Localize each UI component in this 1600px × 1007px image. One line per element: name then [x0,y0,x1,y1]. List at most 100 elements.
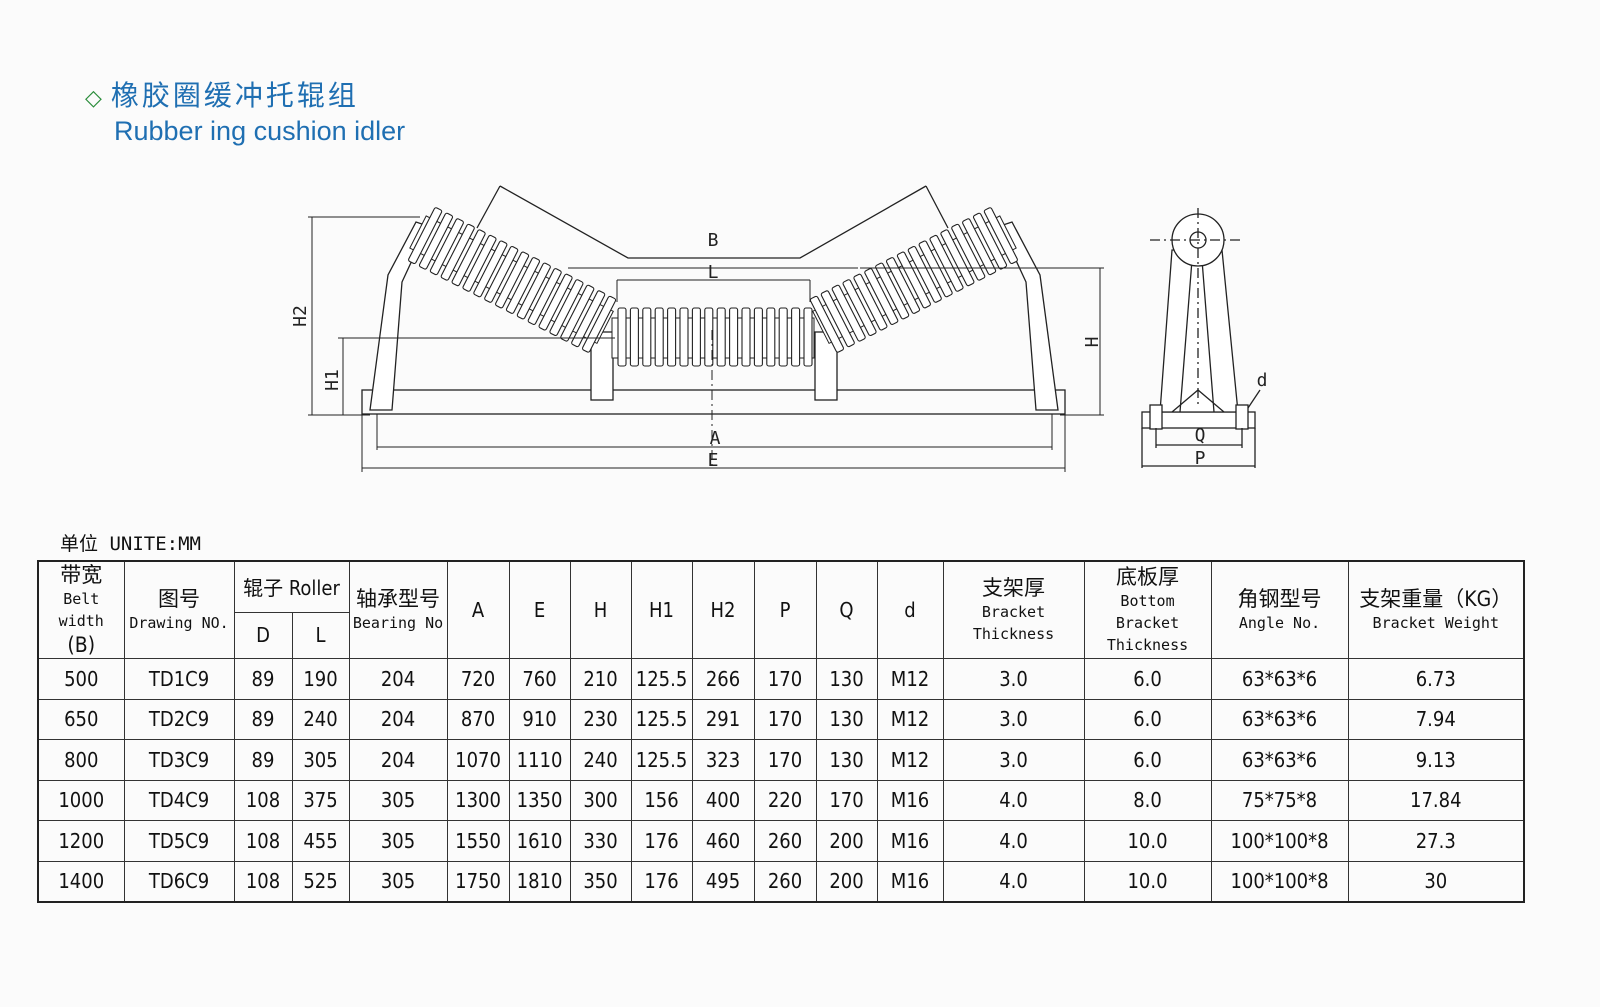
table-cell: 170 [753,739,817,781]
table-cell: 3.0 [942,658,1085,700]
side-view [1141,208,1261,468]
table-cell: 156 [630,779,693,821]
table-cell: 100*100*8 [1210,860,1349,903]
table-cell: 500 [37,658,125,700]
header-bearing: 轴承型号 Bearing No [348,560,448,659]
table-cell: 495 [691,860,755,903]
table-cell: 176 [630,820,693,862]
table-cell: 3.0 [942,739,1085,781]
label-H1: H1 [322,369,343,391]
header-bottom-thickness: 底板厚 Bottom Bracket Thickness [1083,560,1212,659]
table-cell: 305 [348,860,448,903]
table-cell: 4.0 [942,779,1085,821]
header-roller-d: D [233,611,293,660]
table-cell: 260 [753,820,817,862]
unit-label: 单位 UNITE:MM [60,533,201,555]
table-cell: 260 [753,860,817,903]
table-cell: 130 [815,698,878,740]
table-cell: 720 [446,658,510,700]
label-L: L [708,262,719,283]
table-cell: 89 [233,698,293,740]
table-cell: M12 [876,739,944,781]
table-cell: 125.5 [630,698,693,740]
table-cell: TD3C9 [123,739,235,781]
table-cell: 460 [691,820,755,862]
label-H2: H2 [290,305,311,327]
header-belt-width: 带宽 Belt width (B) [37,560,125,659]
table-cell: 204 [348,698,448,740]
table-cell: 230 [569,698,632,740]
header-H: H [569,560,632,659]
table-cell: 130 [815,658,878,700]
table-cell: 63*63*6 [1210,739,1349,781]
table-cell: 1110 [508,739,571,781]
table-cell: 220 [753,779,817,821]
spec-table: 带宽 Belt width (B) 图号 Drawing NO. 辊子 Roll… [37,560,1526,903]
header-weight: 支架重量（KG） Bracket Weight [1347,560,1525,659]
header-angle: 角钢型号 Angle No. [1210,560,1349,659]
table-cell: 1350 [508,779,571,821]
table-cell: 305 [348,779,448,821]
table-cell: 75*75*8 [1210,779,1349,821]
page-title-cn: ◇橡胶圈缓冲托辊组 [85,74,405,114]
table-cell: 170 [815,779,878,821]
label-Q: Q [1195,425,1206,446]
table-cell: 305 [291,739,350,781]
table-cell: 400 [691,779,755,821]
table-cell: 650 [37,698,125,740]
table-cell: 240 [569,739,632,781]
table-cell: 1400 [37,860,125,903]
header-E: E [508,560,571,659]
table-cell: 6.0 [1083,698,1212,740]
table-cell: 204 [348,739,448,781]
diamond-icon: ◇ [85,86,105,111]
table-cell: 176 [630,860,693,903]
table-cell: 27.3 [1347,820,1525,862]
table-cell: 4.0 [942,820,1085,862]
table-cell: 8.0 [1083,779,1212,821]
label-d: d [1257,370,1268,391]
table-cell: 760 [508,658,571,700]
table-cell: 9.13 [1347,739,1525,781]
table-cell: 240 [291,698,350,740]
header-P: P [753,560,817,659]
table-cell: 300 [569,779,632,821]
table-cell: 30 [1347,860,1525,903]
page-title-en: Rubber ing cushion idler [114,116,406,146]
header-A: A [446,560,510,659]
label-P: P [1195,448,1206,469]
table-cell: 1550 [446,820,510,862]
table-cell: 7.94 [1347,698,1525,740]
header-roller-l: L [291,611,350,660]
table-cell: 170 [753,698,817,740]
table-cell: 100*100*8 [1210,820,1349,862]
table-cell: 4.0 [942,860,1085,903]
label-E: E [708,450,719,471]
table-cell: 291 [691,698,755,740]
table-cell: 204 [348,658,448,700]
table-cell: 125.5 [630,739,693,781]
table-cell: 525 [291,860,350,903]
table-cell: 89 [233,658,293,700]
table-cell: 1610 [508,820,571,862]
table-cell: 870 [446,698,510,740]
table-cell: TD5C9 [123,820,235,862]
table-cell: M16 [876,820,944,862]
belt-outline [476,185,949,259]
header-Q: Q [815,560,878,659]
table-cell: TD4C9 [123,779,235,821]
table-cell: TD1C9 [123,658,235,700]
table-cell: 455 [291,820,350,862]
table-cell: 200 [815,820,878,862]
table-cell: 17.84 [1347,779,1525,821]
table-cell: 108 [233,820,293,862]
table-cell: 1300 [446,779,510,821]
table-cell: 1750 [446,860,510,903]
label-A: A [710,428,721,449]
